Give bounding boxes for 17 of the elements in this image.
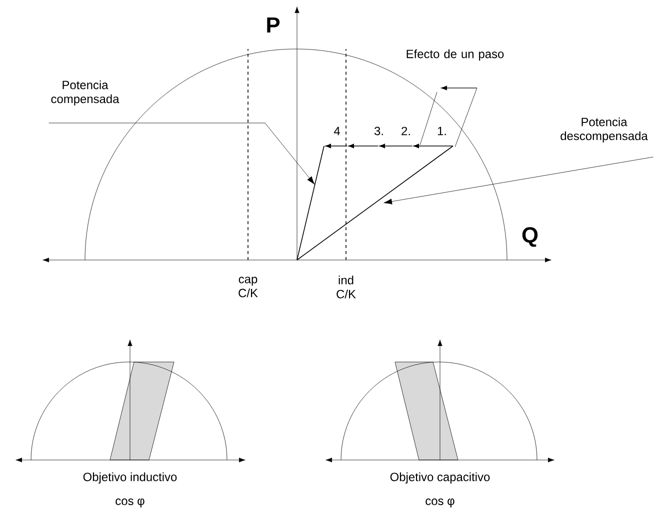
axis-label: Q	[522, 227, 538, 247]
axis-label: P	[267, 17, 280, 33]
step-number: 3.	[374, 126, 383, 136]
axis-label: ind C/K	[336, 276, 356, 298]
caption-text: Objetivo capacitivo	[390, 472, 490, 484]
caption-text: cos φ	[116, 498, 144, 508]
step-number: 4	[334, 126, 340, 136]
leader-line	[384, 156, 654, 204]
leader-line	[48, 122, 315, 184]
axis-label: cap C/K	[238, 276, 258, 298]
callout-text: Potencia descompensada	[560, 117, 648, 143]
caption-text: cos φ	[426, 498, 454, 508]
step-number: 1.	[438, 126, 446, 136]
step-number: 2.	[402, 126, 410, 136]
caption-text: Objetivo inductivo	[83, 472, 177, 484]
callout-text: Potencia compensada	[51, 80, 120, 106]
callout-text: Efecto de un paso	[406, 49, 504, 61]
